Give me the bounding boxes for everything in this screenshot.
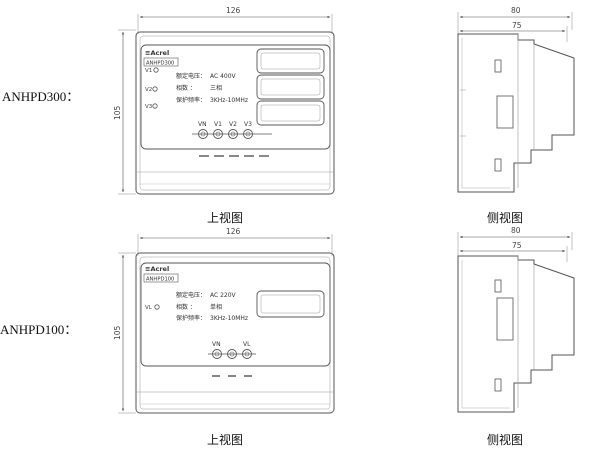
width-dim-label-2: 126 [226, 227, 241, 236]
indicator-v1-icon [153, 67, 159, 73]
spec-label-freq-1: 保护频率： [176, 96, 206, 104]
terminal-label-vn-2: VN [212, 341, 221, 348]
side-view-caption-1: 侧视图 [487, 211, 524, 225]
model-tag-2: ANHPD100 [146, 277, 174, 283]
spec-label-voltage-1: 额定电压： [176, 72, 206, 80]
terminal-label-v2: V2 [229, 121, 237, 128]
height-dim-label-2: 105 [113, 325, 122, 340]
terminal-label-v3: V3 [244, 121, 252, 128]
spec-label-freq-2: 保护频率： [176, 314, 206, 322]
terminal-label-vl: VL [243, 341, 251, 348]
spec-value-freq-2: 3KHz-10MHz [210, 315, 248, 322]
terminal-label-v1: V1 [214, 121, 222, 128]
terminal-label-vn-1: VN [198, 121, 207, 128]
indicator-v3-icon [152, 103, 158, 109]
front-panel-1 [140, 44, 331, 150]
spec-value-phase-2: 单相 [210, 303, 222, 311]
depth-dim-label-2: 80 [511, 226, 521, 235]
top-view-caption-2: 上视图 [207, 433, 244, 447]
spec-value-voltage-1: AC 400V [210, 73, 237, 80]
window-1a [256, 48, 325, 74]
side-outline-2 [457, 255, 575, 413]
terminal-vn-1 [198, 129, 208, 139]
model-tag-1: ANHPD300 [146, 61, 174, 67]
width-dim-label-1: 126 [226, 6, 241, 15]
phase-label-v2: V2 [145, 87, 152, 93]
side-view-anhpd300 [457, 12, 575, 193]
terminal-v3 [243, 129, 253, 139]
terminal-v1 [213, 129, 223, 139]
brand-logo-1: ≡Acrel [145, 49, 169, 57]
spec-label-phase-2: 相数 ： [176, 303, 196, 311]
top-view-anhpd100 [118, 234, 335, 414]
model-label-anhpd300: ANHPD300： [2, 89, 80, 104]
phase-label-v1: V1 [145, 68, 152, 74]
spec-label-voltage-2: 额定电压： [176, 291, 206, 299]
window-1b [256, 74, 325, 100]
model-label-anhpd100: ANHPD100： [0, 322, 78, 337]
body-dim-label-1: 75 [512, 21, 522, 30]
brand-logo-2: ≡Acrel [145, 265, 169, 273]
front-panel-2 [140, 262, 331, 367]
top-view-caption-1: 上视图 [207, 211, 244, 225]
spec-value-freq-1: 3KHz-10MHz [210, 97, 248, 104]
indicator-v2-icon [152, 86, 158, 92]
body-dim-label-2: 75 [512, 241, 522, 250]
spec-value-phase-1: 三相 [210, 84, 222, 92]
window-2 [256, 290, 325, 318]
device-body-1 [135, 31, 335, 195]
phase-label-v3: V3 [145, 104, 153, 110]
terminal-vl [242, 349, 252, 359]
device-body-2 [135, 252, 335, 414]
side-outline-1 [457, 33, 575, 193]
top-view-anhpd300 [118, 14, 335, 195]
window-1c [256, 100, 325, 126]
indicator-vl-icon [154, 304, 160, 310]
spec-value-voltage-2: AC 220V [210, 292, 237, 299]
terminal-vm [227, 349, 237, 359]
side-view-caption-2: 侧视图 [487, 433, 524, 447]
depth-dim-label-1: 80 [511, 6, 521, 15]
spec-label-phase-1: 相数 ： [176, 84, 196, 92]
terminal-v2 [228, 129, 238, 139]
phase-label-vl: VL [145, 305, 153, 311]
terminal-vn-2 [212, 349, 222, 359]
side-view-anhpd100 [457, 232, 575, 413]
height-dim-label-1: 105 [113, 105, 122, 120]
